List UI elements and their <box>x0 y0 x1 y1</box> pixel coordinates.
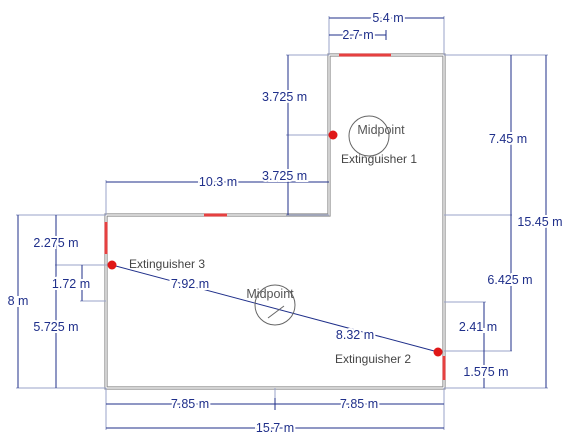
walls <box>104 53 446 390</box>
outer-wall <box>104 53 446 390</box>
dim-upper-left: 3.725 m <box>262 90 307 104</box>
dim-upper-left-2: 3.725 m <box>262 169 307 183</box>
dimension-labels: 5.4 m 2.7 m 3.725 m 3.725 m 10.3 m 7.45 … <box>6 9 565 437</box>
extinguishers <box>107 130 443 357</box>
dim-right-door-up: 2.41 m <box>459 320 497 334</box>
dim-top-width: 5.4 m <box>372 11 403 25</box>
midpoints <box>254 115 390 326</box>
dim-left-lower: 5.725 m <box>33 320 78 334</box>
dim-line-diagonal <box>111 264 439 353</box>
extinguisher-1-marker <box>328 130 338 140</box>
dim-bottom-total: 15.7 m <box>256 421 294 435</box>
dim-left-height: 8 m <box>8 294 29 308</box>
dimension-lines <box>17 17 547 429</box>
doors <box>104 53 446 380</box>
extinguisher-2-label: Extinguisher 2 <box>335 352 411 366</box>
midpoint-upper-circle <box>348 115 390 157</box>
midpoint-lower-tick <box>267 305 285 319</box>
dim-right-lower: 6.425 m <box>487 273 532 287</box>
midpoint-lower-label: Midpoint <box>246 287 294 301</box>
dim-bottom-left: 7.85 m <box>171 397 209 411</box>
dim-bottom-right: 7.85 m <box>340 397 378 411</box>
extinguisher-3-marker <box>107 260 117 270</box>
midpoint-lower-circle <box>254 284 296 326</box>
dim-diag-1: 7.92 m <box>171 277 209 291</box>
dim-left-wing: 10.3 m <box>199 175 237 189</box>
dim-left-upper: 2.275 m <box>33 236 78 250</box>
extinguisher-3-label: Extinguisher 3 <box>129 257 205 271</box>
dim-right-upper: 7.45 m <box>489 132 527 146</box>
dim-top-door: 2.7 m <box>342 28 373 42</box>
wall-inner-line <box>105 54 445 389</box>
dim-right-door-low: 1.575 m <box>463 365 508 379</box>
extension-lines <box>16 16 548 430</box>
extinguisher-1-label: Extinguisher 1 <box>341 152 417 166</box>
extinguisher-2-marker <box>433 347 443 357</box>
dim-left-ext: 1.72 m <box>52 277 90 291</box>
dim-total-height: 15.45 m <box>517 215 562 229</box>
annotation-labels: Midpoint Extinguisher 1 Midpoint Extingu… <box>129 123 417 366</box>
dim-diag-2: 8.32 m <box>336 328 374 342</box>
midpoint-upper-label: Midpoint <box>357 123 405 137</box>
